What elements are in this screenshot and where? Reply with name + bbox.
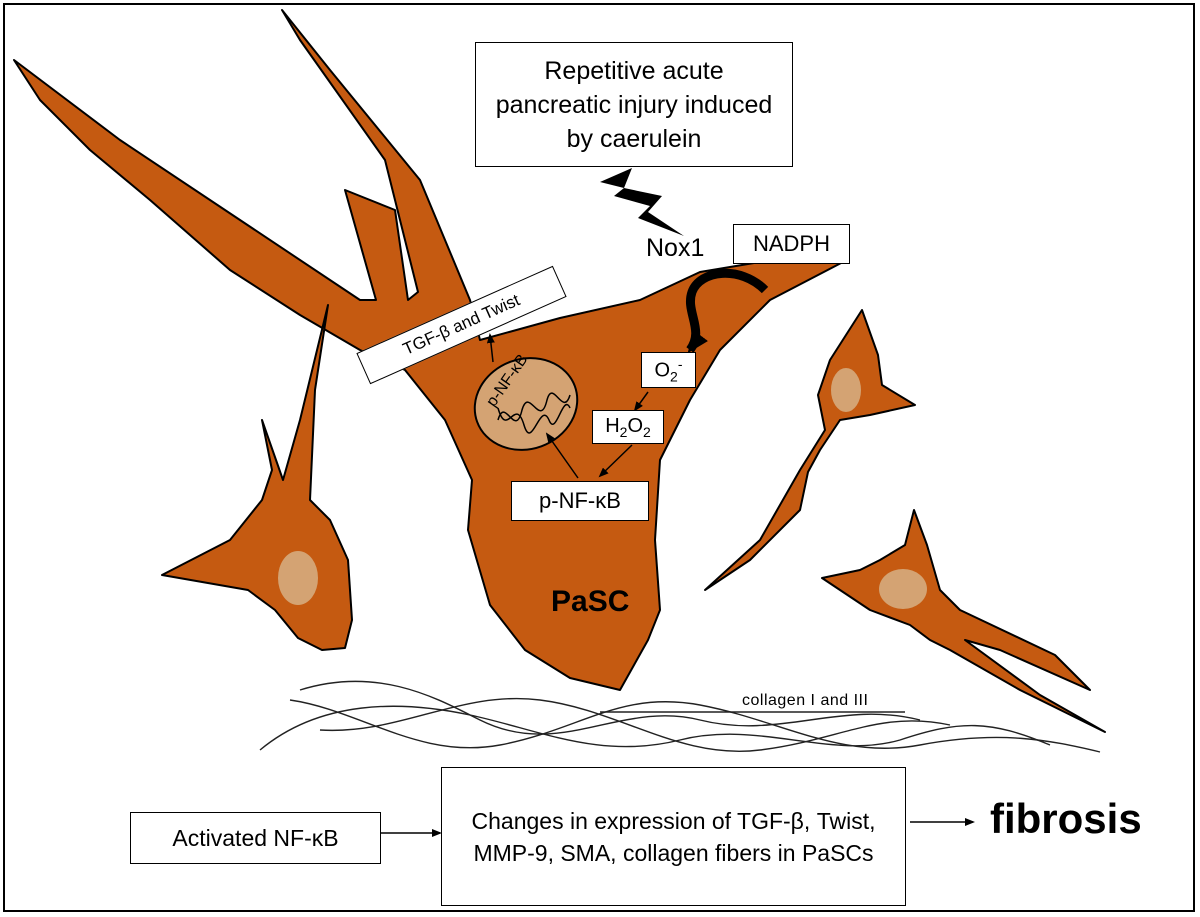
right-upper-cell-nucleus — [831, 368, 861, 412]
nadph-curved-arrow — [686, 268, 769, 354]
nadph-box: NADPH — [733, 224, 850, 264]
dna-helix-icon — [497, 392, 571, 422]
injury-text: Repetitive acute pancreatic injury induc… — [495, 56, 773, 153]
pnfkb-text: p-NF-κB — [539, 488, 621, 513]
right-lower-cell-nucleus — [879, 569, 927, 609]
h2o2-formula: H2O2 — [605, 414, 651, 440]
pasc-label: PaSC — [551, 585, 630, 618]
arrow-o2-to-h2o2 — [633, 391, 649, 412]
superoxide-box: O2- — [641, 352, 696, 388]
changes-text: Changes in expression of TGF-β, Twist, M… — [471, 807, 876, 866]
right-upper-pasc-cell — [704, 309, 916, 591]
superoxide-formula: O2- — [654, 355, 683, 385]
arrow-pnfkb-to-nucleus — [545, 432, 579, 479]
lightning-bolt-icon — [600, 168, 684, 236]
collagen-fibers — [259, 680, 1101, 753]
nox1-label: Nox1 — [646, 234, 705, 262]
activated-nfkb-text: Activated NF-κB — [172, 824, 339, 851]
arrow-nucleus-to-tgf — [486, 333, 495, 363]
injury-box: Repetitive acute pancreatic injury induc… — [475, 42, 793, 167]
h2o2-box: H2O2 — [592, 410, 664, 444]
collagen-label: collagen I and III — [742, 692, 869, 709]
changes-box: Changes in expression of TGF-β, Twist, M… — [441, 767, 906, 906]
activated-nfkb-box: Activated NF-κB — [130, 812, 381, 864]
fibrosis-label: fibrosis — [990, 795, 1142, 842]
main-cell-nucleus — [473, 357, 579, 451]
figure-frame — [3, 3, 1195, 912]
left-cell-nucleus — [278, 551, 318, 605]
right-lower-pasc-cell — [821, 509, 1106, 733]
arrow-h2o2-to-pnfkb — [598, 444, 633, 478]
pnfkb-box: p-NF-κB — [511, 481, 649, 521]
nadph-text: NADPH — [752, 231, 830, 256]
